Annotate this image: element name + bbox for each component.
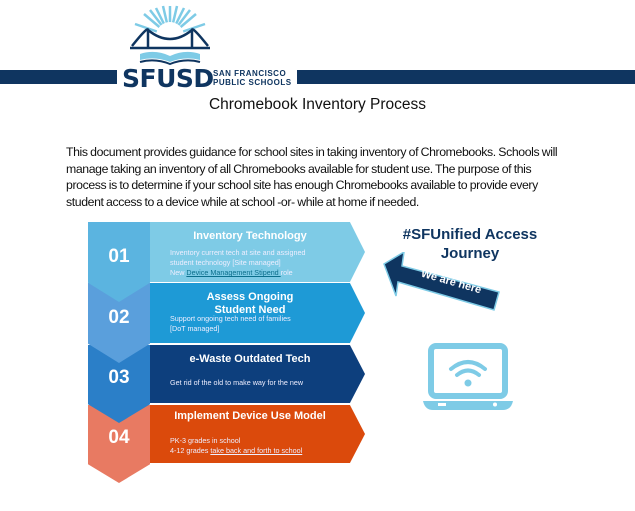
header-bar-right bbox=[297, 70, 635, 84]
step-3-banner: e-Waste Outdated Tech Get rid of the old… bbox=[150, 345, 365, 403]
header-bar-left bbox=[0, 70, 117, 84]
device-management-stipend-link[interactable]: Device Management Stipend bbox=[186, 268, 281, 277]
step-4-banner: Implement Device Use Model PK-3 grades i… bbox=[150, 405, 365, 463]
intro-paragraph: This document provides guidance for scho… bbox=[66, 145, 558, 209]
page-title: Chromebook Inventory Process bbox=[208, 96, 427, 113]
journey-title: #SFUnified Access Journey bbox=[402, 226, 538, 262]
step-1-banner: Inventory Technology Inventory current t… bbox=[150, 222, 365, 282]
laptop-wifi-icon bbox=[423, 343, 513, 420]
logo-text: SFUSD bbox=[122, 64, 214, 93]
step-2-banner: Assess Ongoing Student Need Support ongo… bbox=[150, 283, 365, 343]
we-are-here-arrow: We are here bbox=[382, 252, 502, 312]
sfusd-logo bbox=[120, 4, 220, 68]
take-home-link[interactable]: take back and forth to school bbox=[210, 446, 303, 455]
step-1-number: 01 bbox=[88, 222, 150, 302]
